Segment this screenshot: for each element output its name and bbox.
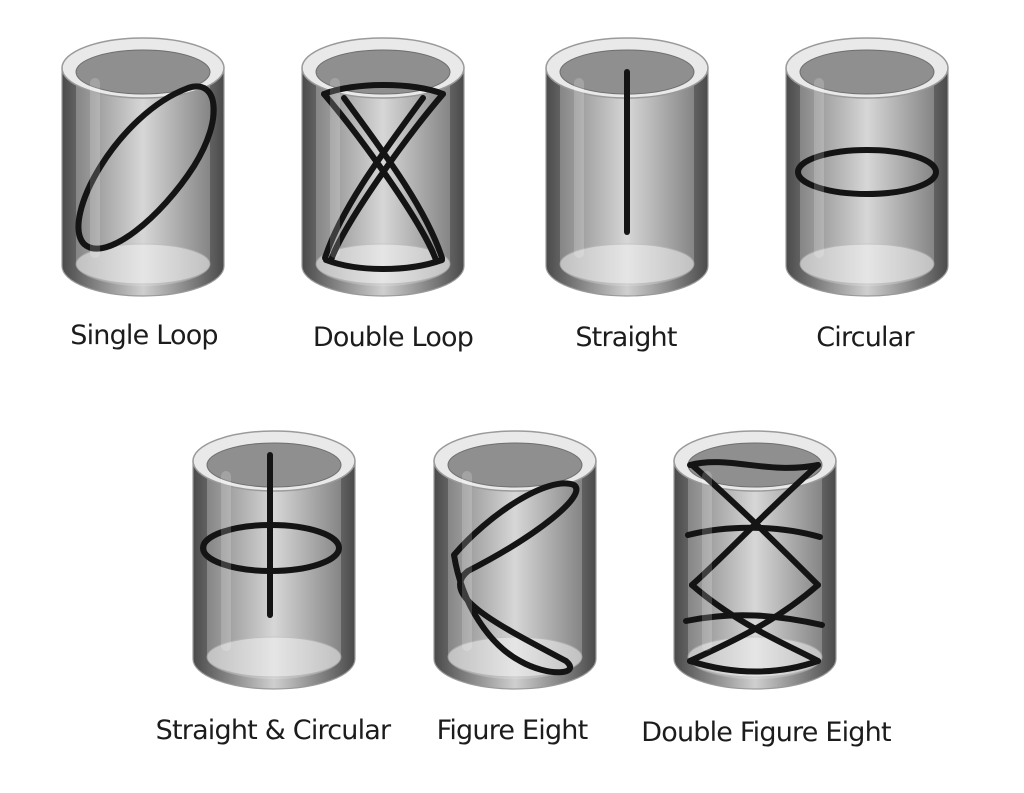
label-straight-and-circular: Straight & Circular — [155, 715, 392, 746]
double-loop-cylinder-graphic — [301, 37, 465, 297]
cylinder-straight — [540, 32, 715, 302]
cylinder-circular — [780, 32, 955, 302]
label-double-figure-eight: Double Figure Eight — [641, 717, 891, 748]
label-single-loop: Single Loop — [70, 320, 218, 351]
label-double-loop: Double Loop — [312, 322, 474, 353]
label-figure-eight: Figure Eight — [436, 715, 589, 746]
label-straight: Straight — [575, 322, 677, 353]
cylinder-double-figure-eight — [668, 425, 843, 695]
cylinder-single-loop — [56, 32, 231, 302]
straight-cylinder-graphic — [545, 37, 709, 297]
cylinder-figure-eight — [428, 425, 603, 695]
cylinder-double-loop — [296, 32, 471, 302]
circular-cylinder-graphic — [785, 37, 949, 297]
straight-circular-cylinder-graphic — [192, 430, 356, 690]
label-circular: Circular — [816, 322, 914, 353]
figure-eight-cylinder-graphic — [433, 430, 597, 690]
double-figure-eight-cylinder-graphic — [673, 430, 837, 690]
single-loop-cylinder-graphic — [61, 37, 225, 297]
cylinder-straight-and-circular — [187, 425, 362, 695]
